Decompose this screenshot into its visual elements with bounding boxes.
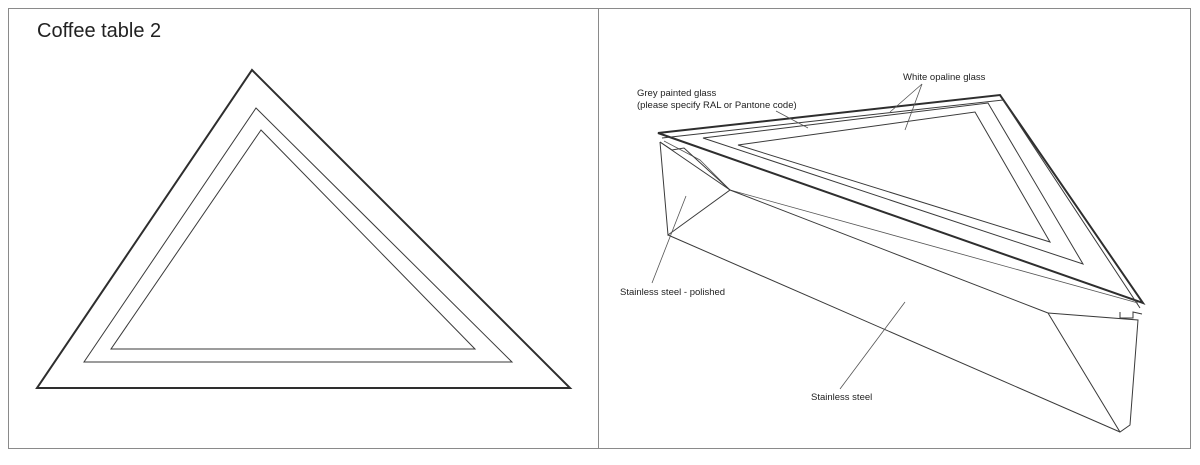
- callout-steel: Stainless steel: [811, 392, 872, 403]
- glass-edge: [661, 99, 1141, 309]
- glass-grey-band: [702, 102, 1085, 265]
- callout-white-glass: White opaline glass: [903, 72, 986, 83]
- body-bottom-edge: [667, 234, 1121, 433]
- callout-grey-glass-line1: Grey painted glass: [637, 88, 716, 99]
- callout-steel-polished: Stainless steel - polished: [620, 287, 725, 298]
- glass-white-inner: [737, 111, 1052, 243]
- leader-white-glass-a: [889, 83, 923, 113]
- leader-steel-polished: [651, 195, 687, 284]
- drawing-title: Coffee table 2: [37, 20, 161, 42]
- right-panel-frame: [598, 8, 1191, 449]
- plan-middle-triangle: [83, 107, 514, 363]
- left-end-fold: [659, 141, 731, 191]
- right-end-notch: [1119, 311, 1143, 319]
- leader-grey-glass: [775, 110, 809, 129]
- left-panel-frame: [8, 8, 599, 449]
- left-panel-border: [8, 8, 599, 449]
- callout-grey-glass-line2: (please specify RAL or Pantone code): [637, 100, 797, 111]
- perspective-view: [657, 93, 1146, 433]
- callout-leaders: [651, 83, 923, 390]
- leader-steel: [839, 301, 906, 390]
- plan-view: [35, 68, 573, 389]
- body-top-edge: [729, 189, 1049, 314]
- leader-white-glass-b: [904, 83, 923, 131]
- plan-inner-triangle: [110, 129, 477, 350]
- glass-underside-edge: [663, 140, 1139, 304]
- plan-outer-triangle: [35, 68, 573, 389]
- right-end-face: [1047, 312, 1139, 433]
- right-panel-border: [598, 8, 1191, 449]
- left-end-polished-face: [659, 141, 731, 236]
- glass-top-outer: [657, 93, 1146, 305]
